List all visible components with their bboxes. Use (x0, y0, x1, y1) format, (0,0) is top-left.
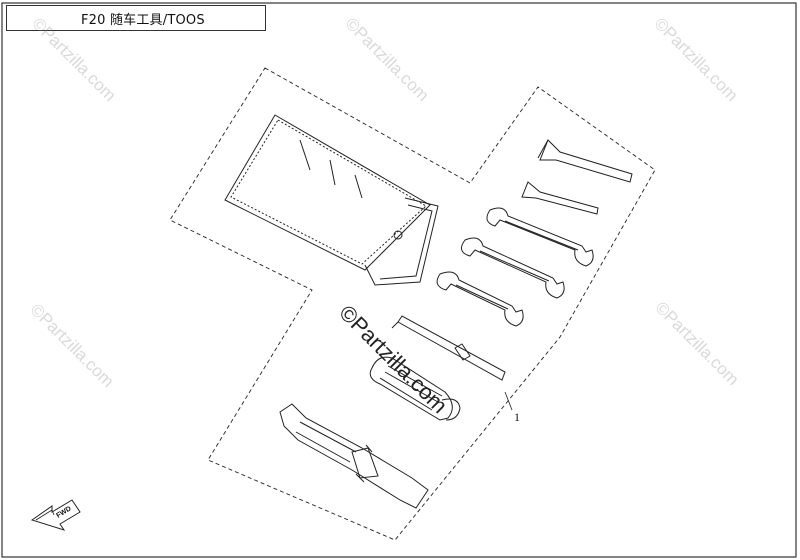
open-end-wrench-3-icon (436, 271, 524, 327)
kit-group-outline (169, 67, 656, 541)
callout-leader-line (504, 391, 513, 411)
diagram-title-box: F20 随车工具/TOOS (6, 5, 266, 31)
callout-number: 1 (514, 410, 520, 424)
hex-key-icon (537, 139, 633, 183)
screwdriver-handle-icon (369, 356, 461, 421)
tool-pouch-icon (224, 114, 439, 286)
diagram-title: F20 随车工具/TOOS (81, 12, 205, 28)
forward-arrow-icon: FWD (30, 499, 81, 531)
open-end-wrench-icon (486, 207, 594, 267)
hex-key-small-icon (521, 181, 599, 215)
open-end-wrench-2-icon (460, 237, 565, 299)
spark-plug-wrench-icon (279, 403, 429, 509)
screwdriver-icon (391, 315, 506, 381)
